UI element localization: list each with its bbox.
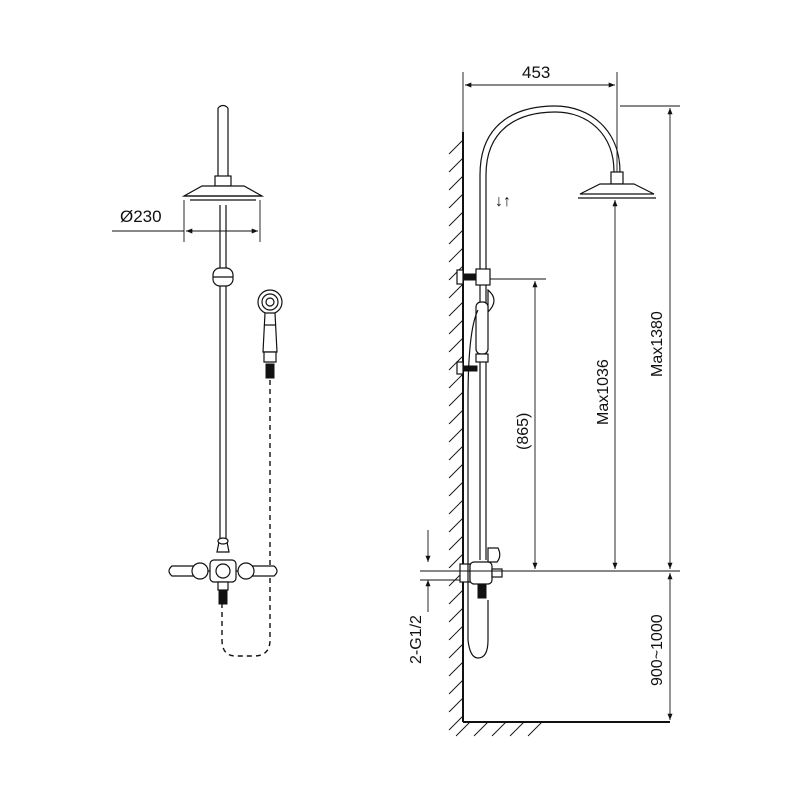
- side-riser-and-arm: [479, 105, 621, 560]
- front-mixer: [168, 537, 278, 605]
- total-height-dimension: Max1380: [649, 108, 673, 569]
- front-hand-shower: [257, 289, 283, 379]
- side-mixer: [459, 547, 503, 599]
- front-hose: [221, 380, 271, 657]
- front-riser-pipe: [217, 104, 229, 545]
- lower-wall-bracket: [456, 361, 478, 375]
- head-height-label: Max1036: [595, 359, 612, 425]
- wall-hatching: [448, 132, 670, 737]
- front-slider-bracket: [212, 267, 234, 287]
- inlet-connection-label: 2-G1/2: [408, 615, 425, 664]
- front-shower-head: [181, 175, 265, 201]
- inlet-dimension: 2-G1/2: [408, 530, 460, 664]
- mount-height-label: 900~1000: [649, 614, 666, 686]
- head-height-dimension: Max1036: [595, 200, 618, 569]
- bracket-spacing-dimension: (865): [515, 281, 538, 569]
- head-diameter-label: Ø230: [120, 207, 162, 226]
- mount-height-dimension: 900~1000: [649, 573, 673, 720]
- upper-wall-bracket: [456, 268, 491, 286]
- side-view: ↓↑: [408, 63, 680, 737]
- side-hose: [467, 309, 489, 659]
- front-view: Ø230: [112, 104, 283, 657]
- side-hand-shower: [475, 288, 495, 363]
- total-height-label: Max1380: [649, 311, 666, 377]
- bracket-spacing-label: (865): [515, 413, 532, 450]
- arm-reach-dimension: 453: [462, 63, 618, 172]
- side-shower-head: [578, 171, 656, 199]
- height-adjust-arrows: ↓↑: [495, 193, 511, 210]
- arm-reach-label: 453: [522, 63, 550, 82]
- head-diameter-dimension: Ø230: [112, 200, 261, 242]
